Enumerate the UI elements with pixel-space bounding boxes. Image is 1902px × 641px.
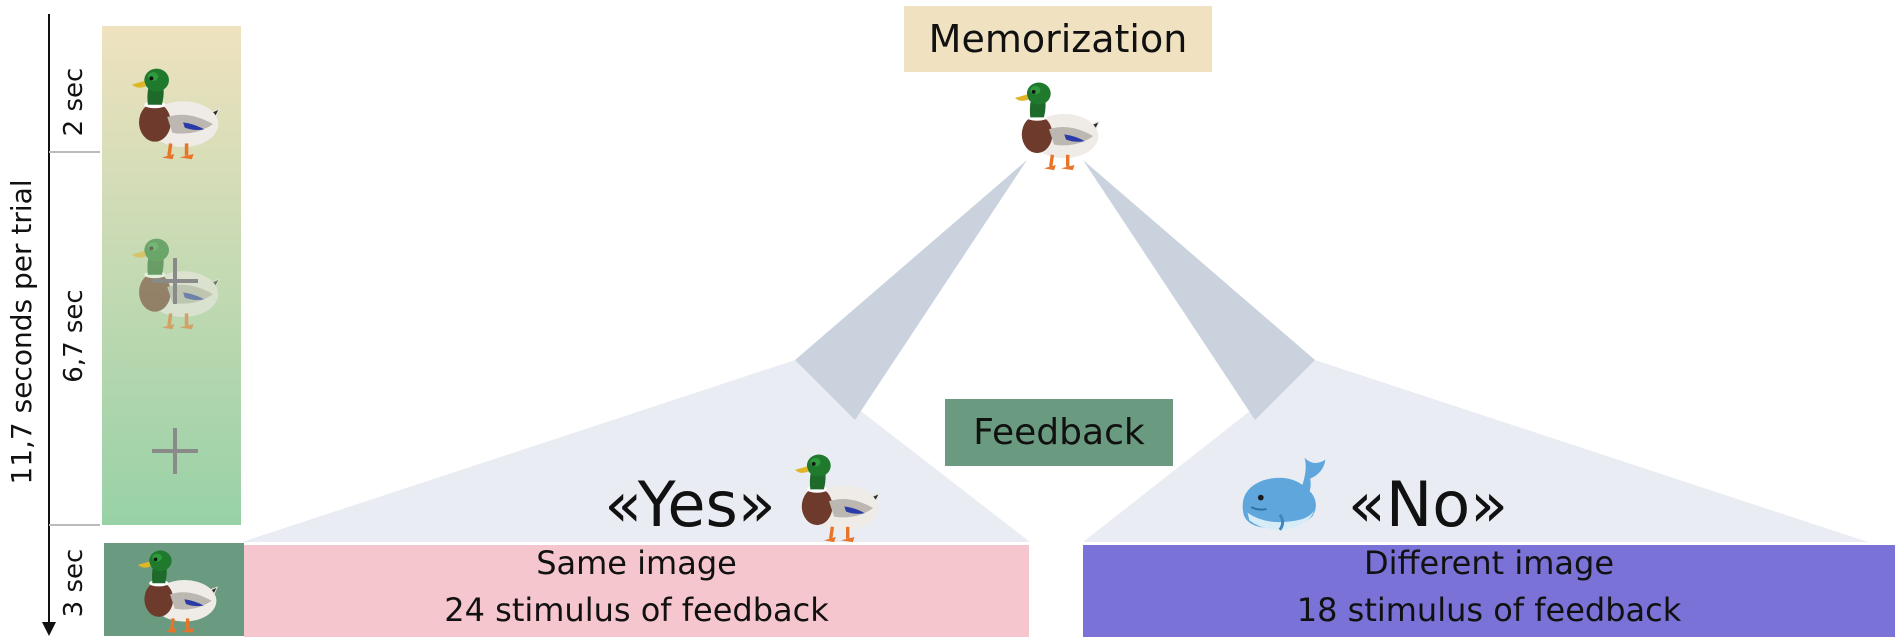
arrow-down-icon [42,622,56,636]
different-image-title: Different image [1363,544,1615,582]
total-trial-duration-label: 11,7 seconds per trial [5,179,38,485]
same-image-title: Same image [536,544,737,582]
no-response-label: «No» [1347,467,1509,541]
timeline-axis [42,14,100,636]
different-image-box [1083,545,1895,637]
yes-response-label: «Yes» [604,467,776,541]
phase-duration-label-2: 6,7 sec [59,289,89,383]
feedback-box [945,399,1173,466]
same-image-box [244,545,1029,637]
different-image-count: 18 stimulus of feedback [1296,591,1682,629]
duck-icon [1013,80,1102,172]
feedback-label: Feedback [973,412,1145,453]
same-image-count: 24 stimulus of feedback [444,591,829,629]
phase-duration-label-1: 2 sec [59,67,89,137]
phase-duration-label-3: 3 sec [59,548,89,618]
memorization-box [904,6,1212,72]
memorization-label: Memorization [928,17,1188,61]
